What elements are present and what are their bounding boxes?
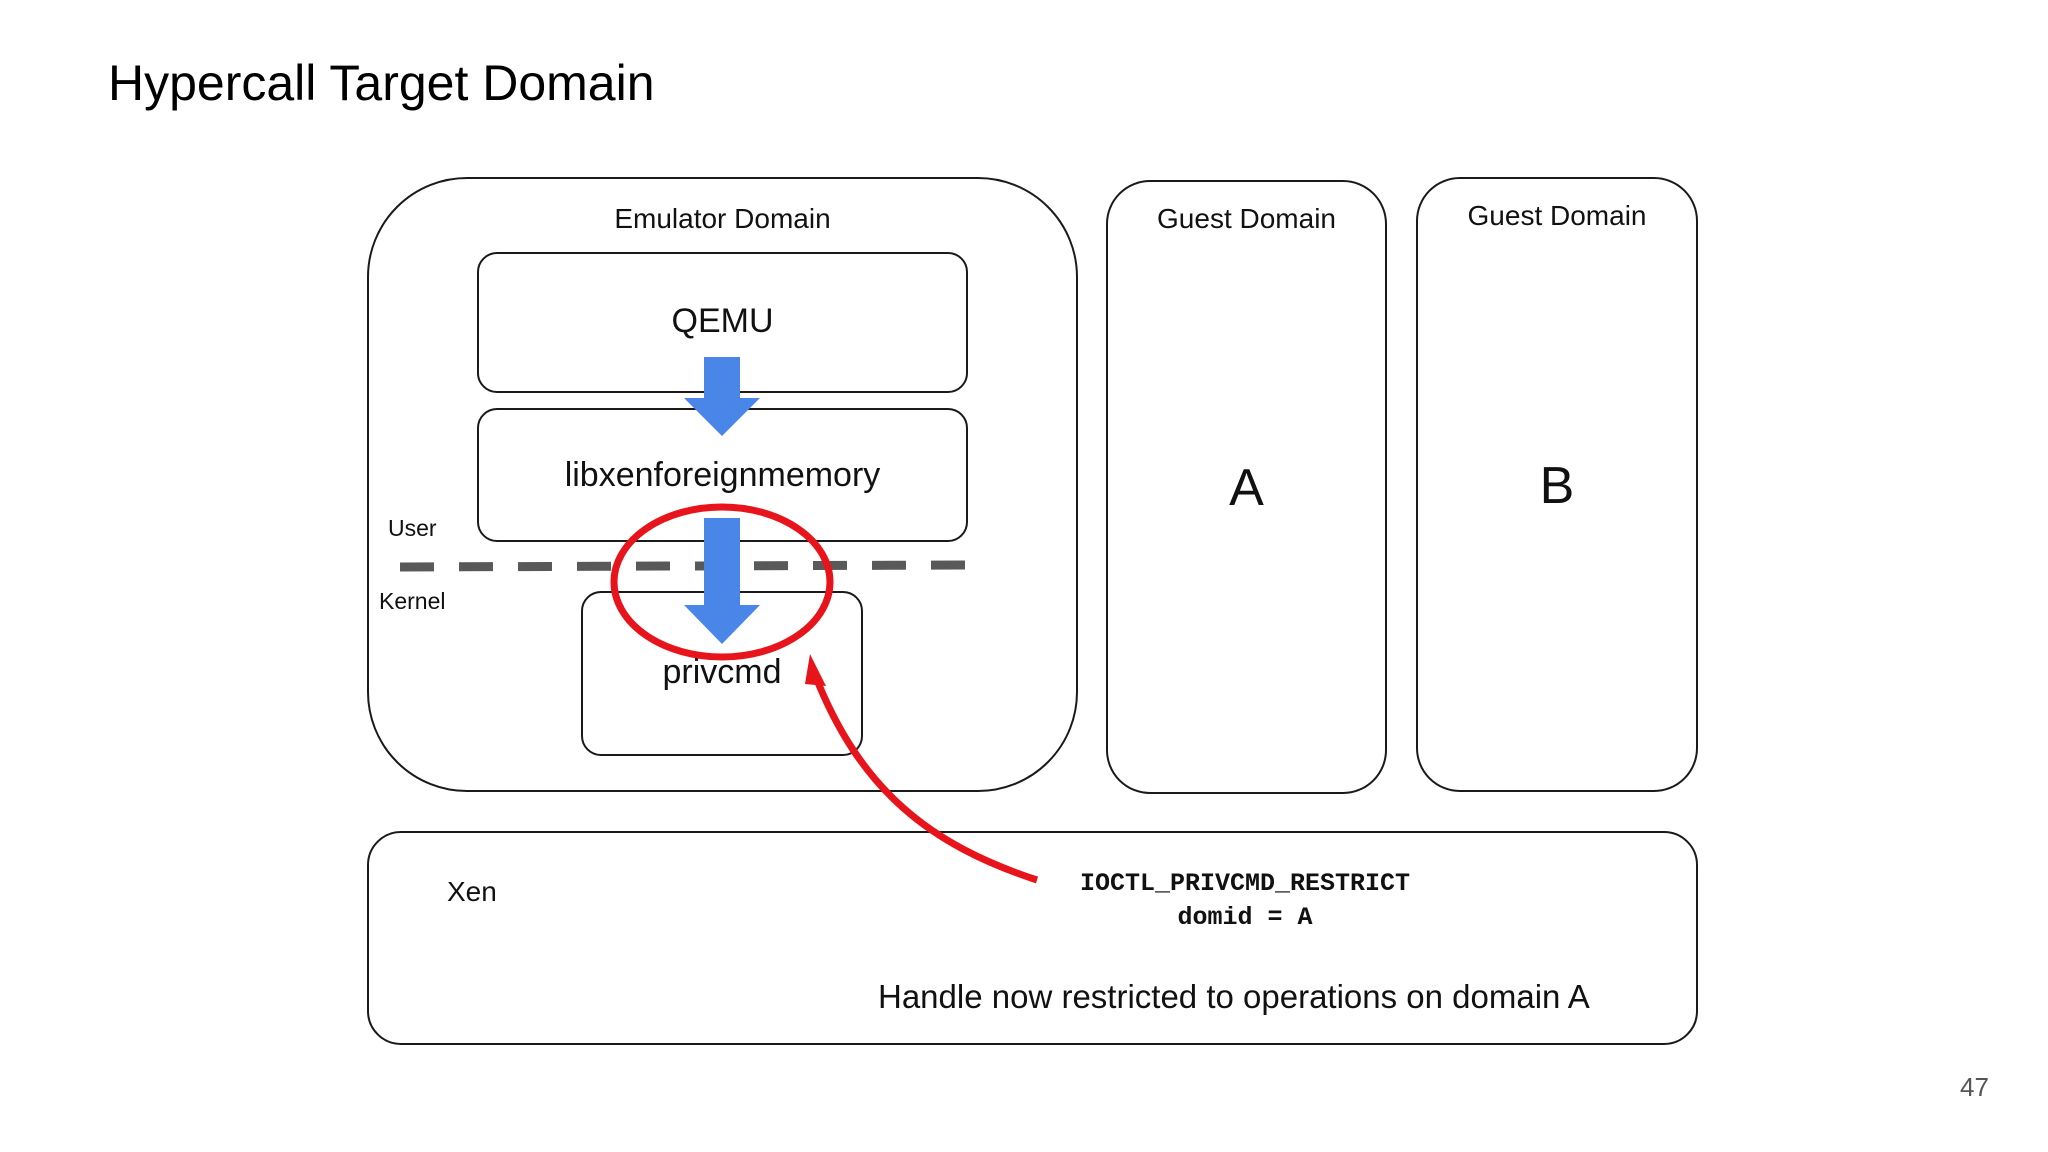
emulator-domain-box (367, 177, 1078, 792)
xen-label: Xen (447, 876, 497, 907)
xen-box (367, 831, 1698, 1045)
highlight-circle (610, 503, 834, 661)
ioctl-arrowhead (805, 654, 826, 686)
guest-domain-a-letter: A (1229, 459, 1264, 517)
qemu-to-lib-arrow (684, 357, 760, 436)
guest-domain-a-label: Guest Domain (1157, 203, 1336, 234)
lib-to-privcmd-arrow (684, 518, 760, 644)
libxenforeignmemory-label: libxenforeignmemory (564, 456, 881, 494)
guest-domain-a-box (1106, 180, 1387, 794)
kernel-label: Kernel (379, 588, 446, 614)
guest-domain-b-label: Guest Domain (1467, 200, 1647, 231)
guest-domain-b-letter: B (1539, 457, 1575, 515)
restriction-note: Handle now restricted to operations on d… (878, 978, 1590, 1015)
emulator-domain-label: Emulator Domain (614, 203, 831, 234)
ioctl-curved-arrow (811, 673, 1039, 884)
guest-domain-b-box (1416, 177, 1698, 792)
slide-title: Hypercall Target Domain (108, 55, 655, 111)
qemu-label: QEMU (671, 302, 774, 340)
page-number: 47 (1960, 1072, 1989, 1102)
ioctl-command-line1: IOCTL_PRIVCMD_RESTRICT (1079, 869, 1411, 898)
user-kernel-boundary-line (399, 560, 971, 572)
ioctl-command-line2: domid = A (1177, 903, 1313, 932)
user-label: User (388, 515, 437, 541)
